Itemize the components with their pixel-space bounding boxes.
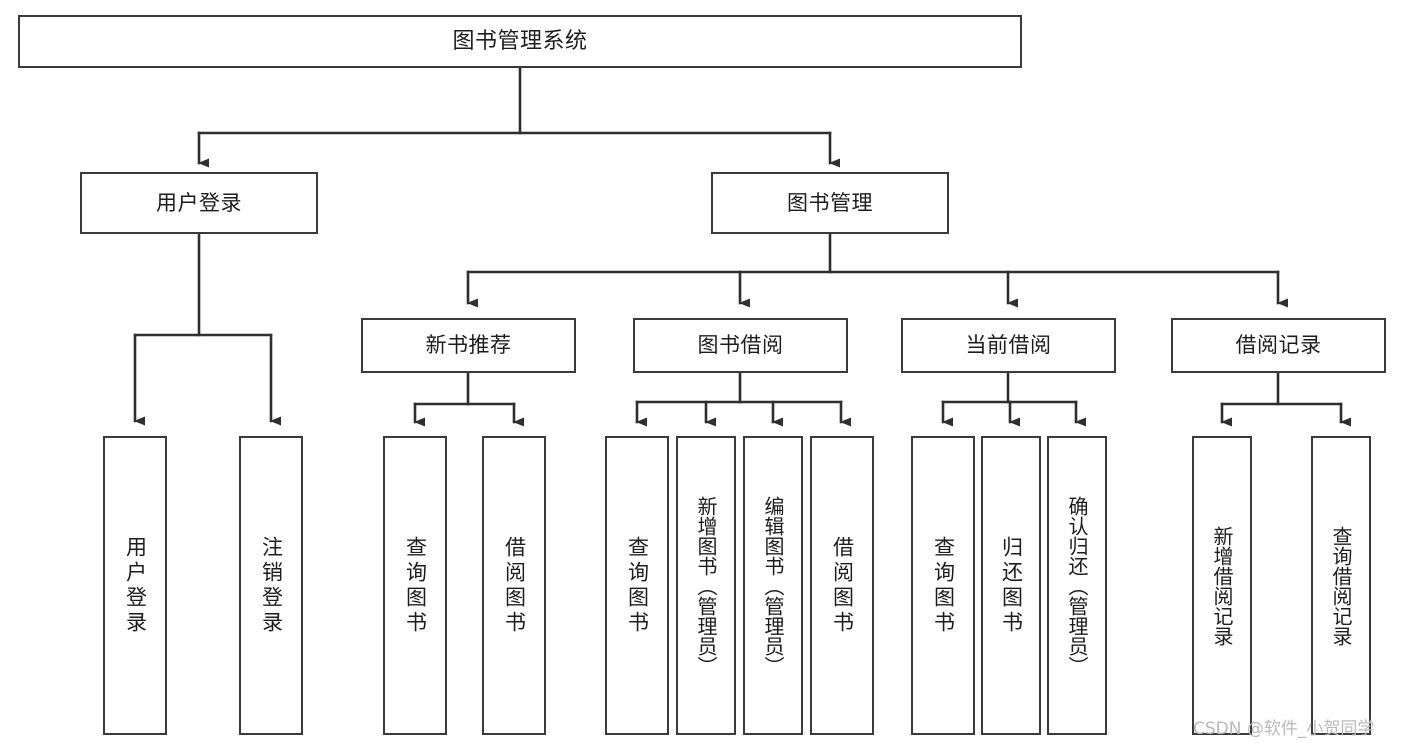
leaf-edit-book-admin[interactable]: 编辑图书（管理员） — [743, 436, 803, 735]
leaf-add-borrow-record[interactable]: 新增借阅记录 — [1192, 436, 1252, 735]
leaf-query-borrow-record[interactable]: 查询借阅记录 — [1311, 436, 1371, 735]
node-book-borrow[interactable]: 图书借阅 — [633, 318, 848, 373]
node-label: 图书借阅 — [697, 333, 784, 358]
node-label: 用户登录 — [123, 535, 148, 636]
node-label: 图书管理系统 — [452, 28, 588, 54]
node-label: 图书管理 — [787, 190, 873, 215]
node-label: 借阅图书 — [830, 535, 855, 636]
node-current-borrow[interactable]: 当前借阅 — [901, 318, 1116, 373]
leaf-borrow-book-recommend[interactable]: 借阅图书 — [482, 436, 546, 735]
leaf-confirm-return-admin[interactable]: 确认归还（管理员） — [1047, 436, 1107, 735]
node-root-book-management-system[interactable]: 图书管理系统 — [18, 15, 1022, 68]
leaf-query-book-borrow[interactable]: 查询图书 — [605, 436, 669, 735]
node-label: 用户登录 — [156, 190, 242, 215]
node-new-book-recommend[interactable]: 新书推荐 — [361, 318, 576, 373]
node-label: 新增借阅记录 — [1210, 525, 1234, 646]
node-borrow-record[interactable]: 借阅记录 — [1171, 318, 1386, 373]
node-user-login[interactable]: 用户登录 — [80, 172, 318, 234]
node-label: 确认归还（管理员） — [1065, 495, 1089, 676]
node-label: 查询图书 — [403, 535, 428, 636]
node-label: 查询图书 — [931, 535, 956, 636]
node-label: 查询借阅记录 — [1329, 525, 1353, 646]
node-book-management[interactable]: 图书管理 — [711, 172, 949, 234]
leaf-query-book-current[interactable]: 查询图书 — [911, 436, 975, 735]
node-label: 新书推荐 — [425, 333, 512, 358]
node-label: 注销登录 — [259, 535, 284, 636]
leaf-logout-login[interactable]: 注销登录 — [239, 436, 303, 735]
leaf-add-book-admin[interactable]: 新增图书（管理员） — [676, 436, 736, 735]
node-label: 新增图书（管理员） — [694, 495, 718, 676]
node-label: 借阅图书 — [502, 535, 527, 636]
csdn-watermark: CSDN @软件_小贺同学 — [1193, 714, 1374, 739]
leaf-user-login[interactable]: 用户登录 — [103, 436, 167, 735]
watermark-text: CSDN @软件_小贺同学 — [1193, 719, 1375, 739]
node-label: 查询图书 — [625, 535, 650, 636]
leaf-query-book-recommend[interactable]: 查询图书 — [383, 436, 447, 735]
node-label: 当前借阅 — [965, 333, 1052, 358]
leaf-borrow-book-borrow[interactable]: 借阅图书 — [810, 436, 874, 735]
node-label: 借阅记录 — [1235, 333, 1322, 358]
node-label: 编辑图书（管理员） — [761, 495, 785, 676]
leaf-return-book[interactable]: 归还图书 — [981, 436, 1041, 735]
node-label: 归还图书 — [999, 535, 1024, 636]
